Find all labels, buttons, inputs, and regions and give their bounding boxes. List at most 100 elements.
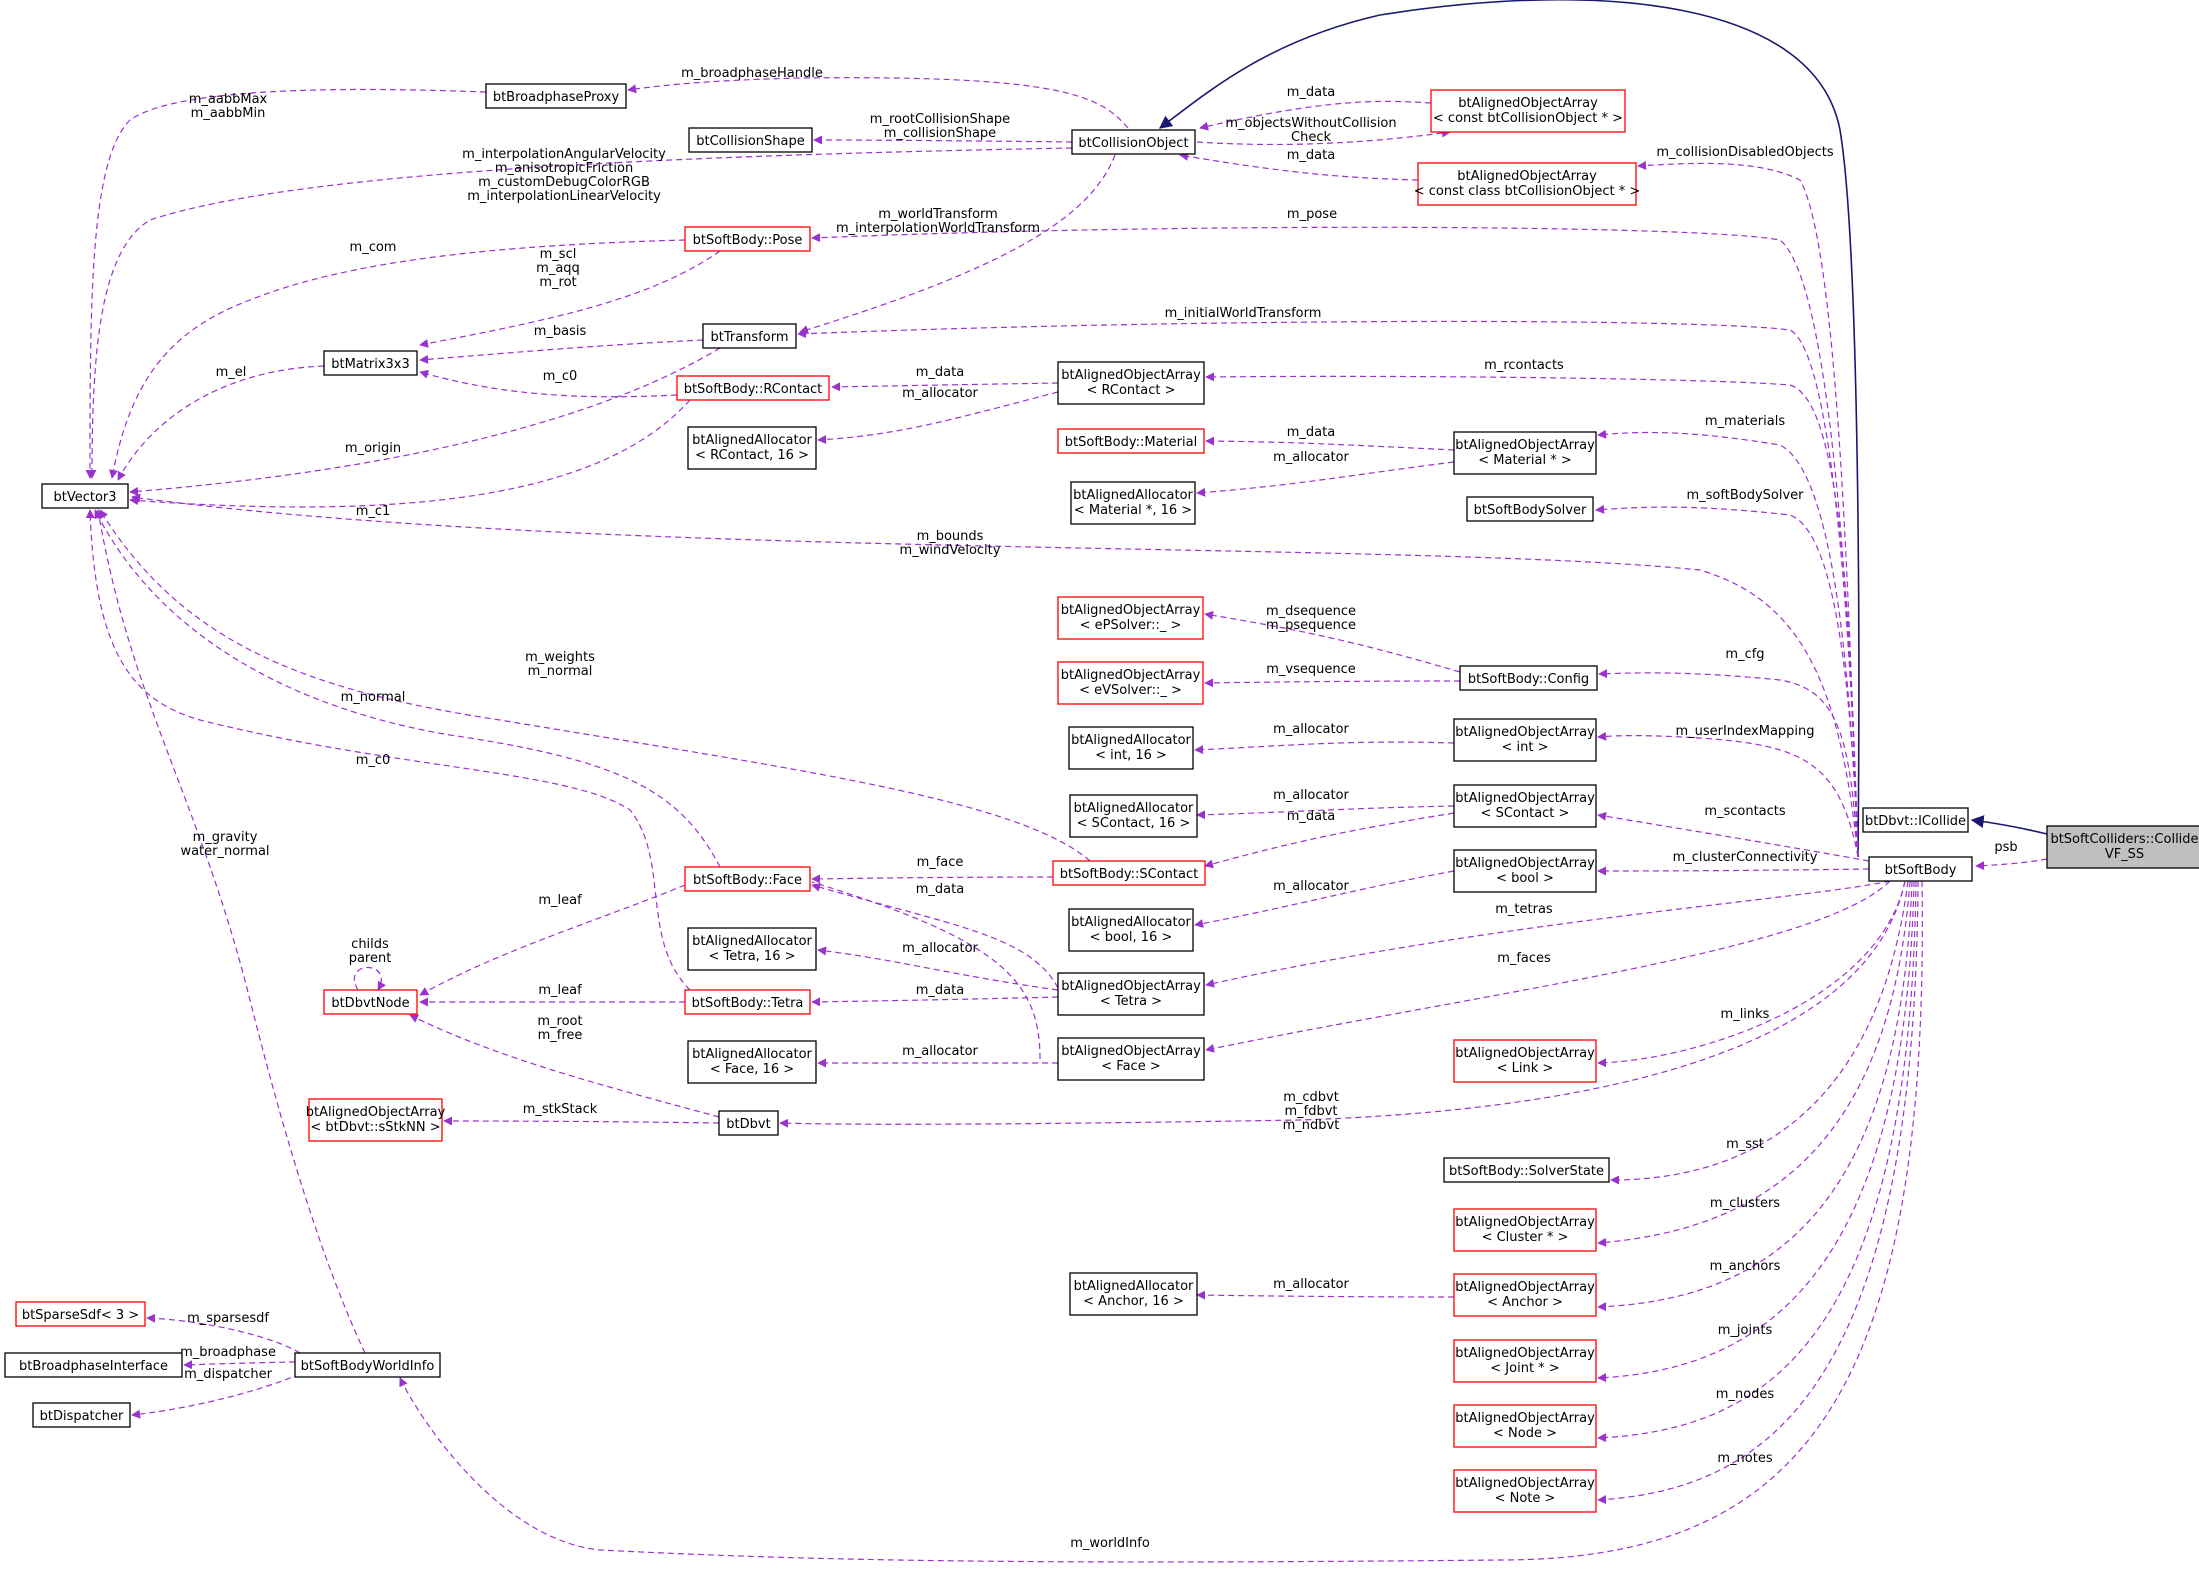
class-node-cshape[interactable]: btCollisionShape: [688, 127, 813, 153]
edge-label-face-data: m_data: [916, 882, 964, 897]
edge-label-rc-c1: m_c1: [356, 504, 391, 519]
class-node-transform[interactable]: btTransform: [702, 323, 797, 349]
class-node-icollide[interactable]: btDbvt::ICollide: [1862, 807, 1969, 833]
edge-material-alloc: [1196, 461, 1455, 497]
class-node-tetra[interactable]: btSoftBody::Tetra: [684, 989, 811, 1015]
class-node-sparsesdf[interactable]: btSparseSdf< 3 >: [15, 1301, 146, 1327]
class-node-sbsolver[interactable]: btSoftBodySolver: [1466, 496, 1594, 522]
class-node-aa-scontact[interactable]: btAlignedAllocator< SContact, 16 >: [1069, 794, 1198, 838]
class-name: btAlignedAllocator< Face, 16 >: [692, 1047, 812, 1077]
class-node-dispatcher[interactable]: btDispatcher: [32, 1402, 131, 1428]
class-node-dbvt[interactable]: btDbvt: [718, 1110, 779, 1136]
class-node-rcontact[interactable]: btSoftBody::RContact: [676, 375, 830, 401]
edge-cshape: [813, 135, 1073, 145]
class-node-aoa-scontact[interactable]: btAlignedObjectArray< SContact >: [1453, 784, 1597, 828]
class-node-aoa-tetra[interactable]: btAlignedObjectArray< Tetra >: [1057, 972, 1205, 1016]
class-node-aoa-constcls[interactable]: btAlignedObjectArray< const class btColl…: [1414, 162, 1641, 206]
class-name: btSoftBody: [1885, 863, 1957, 878]
class-node-aoa-joint[interactable]: btAlignedObjectArray< Joint * >: [1453, 1339, 1597, 1383]
edge-bool-alloc: [1194, 870, 1455, 928]
class-name: btSoftBodySolver: [1474, 503, 1587, 518]
class-node-vector3[interactable]: btVector3: [41, 483, 129, 509]
class-box: [688, 127, 813, 153]
edge-label-links: m_links: [1721, 1007, 1770, 1022]
class-node-material[interactable]: btSoftBody::Material: [1057, 428, 1205, 454]
class-node-dbvtnode[interactable]: btDbvtNode: [323, 989, 418, 1015]
edge-aabb: [85, 88, 487, 479]
class-node-bproxy[interactable]: btBroadphaseProxy: [485, 83, 627, 109]
class-node-aa-rcontact[interactable]: btAlignedAllocator< RContact, 16 >: [687, 426, 817, 470]
class-box: [1417, 162, 1637, 206]
class-box: [1052, 860, 1206, 886]
class-node-aoa-link[interactable]: btAlignedObjectArray< Link >: [1453, 1039, 1597, 1083]
class-box: [2046, 825, 2199, 869]
class-node-aoa-constcol[interactable]: btAlignedObjectArray< const btCollisionO…: [1430, 89, 1626, 133]
class-node-softbody[interactable]: btSoftBody: [1868, 856, 1973, 882]
class-node-aoa-bool[interactable]: btAlignedObjectArray< bool >: [1453, 849, 1597, 893]
class-node-aa-tetra[interactable]: btAlignedAllocator< Tetra, 16 >: [687, 927, 817, 971]
class-node-solverstate[interactable]: btSoftBody::SolverState: [1443, 1157, 1610, 1183]
edge-worldtransform: [799, 154, 1116, 334]
class-node-aa-int[interactable]: btAlignedAllocator< int, 16 >: [1068, 726, 1194, 770]
edge-label-coldisabled: m_collisionDisabledObjects: [1656, 145, 1833, 160]
class-box: [1057, 1037, 1205, 1081]
class-name: btAlignedObjectArray< int >: [1455, 725, 1595, 755]
class-name: btAlignedObjectArray< bool >: [1455, 856, 1595, 886]
edge-label-notes: m_notes: [1717, 1451, 1772, 1466]
edge-rcontacts: [1205, 372, 1859, 858]
edge-worldinfo: [399, 880, 1923, 1563]
class-box: [1453, 431, 1597, 475]
class-name: btAlignedAllocator< RContact, 16 >: [692, 433, 812, 463]
edge-label-face-normal: m_normal: [341, 690, 406, 705]
edge-rc-c1: [129, 399, 691, 508]
class-box: [1057, 972, 1205, 1016]
class-node-aoa-stknn[interactable]: btAlignedObjectArray< btDbvt::sStkNN >: [306, 1098, 446, 1142]
edge-sc-alloc: [1196, 805, 1455, 820]
class-node-pose[interactable]: btSoftBody::Pose: [684, 226, 811, 252]
class-node-aoa-cluster[interactable]: btAlignedObjectArray< Cluster * >: [1453, 1208, 1597, 1252]
class-node-aoa-epsolver[interactable]: btAlignedObjectArray< ePSolver::_ >: [1057, 596, 1204, 640]
class-name: btSoftBody::Config: [1468, 672, 1589, 687]
class-node-worldinfo[interactable]: btSoftBodyWorldInfo: [294, 1352, 441, 1378]
edge-joints: [1597, 880, 1915, 1383]
class-node-aoa-int[interactable]: btAlignedObjectArray< int >: [1453, 718, 1597, 762]
class-name: btAlignedObjectArray< const class btColl…: [1414, 169, 1641, 199]
class-node-aoa-node[interactable]: btAlignedObjectArray< Node >: [1453, 1404, 1597, 1448]
class-node-matrix[interactable]: btMatrix3x3: [323, 350, 418, 376]
edge-cfg: [1598, 669, 1859, 858]
edge-inherit-icollide: [1970, 815, 2048, 835]
class-box: [1068, 908, 1194, 952]
class-node-face[interactable]: btSoftBody::Face: [684, 866, 811, 892]
class-box: [1068, 726, 1194, 770]
class-node-aa-material[interactable]: btAlignedAllocator< Material *, 16 >: [1070, 481, 1196, 525]
class-name: btAlignedObjectArray< Link >: [1455, 1046, 1595, 1076]
class-node-aoa-anchor[interactable]: btAlignedObjectArray< Anchor >: [1453, 1273, 1597, 1317]
class-node-aa-face[interactable]: btAlignedAllocator< Face, 16 >: [687, 1040, 817, 1084]
edge-dispatcher: [131, 1373, 301, 1419]
class-node-config[interactable]: btSoftBody::Config: [1459, 665, 1598, 691]
class-name: btAlignedObjectArray< SContact >: [1455, 791, 1595, 821]
class-node-aoa-evsolver[interactable]: btAlignedObjectArray< eVSolver::_ >: [1057, 661, 1204, 705]
class-name: btAlignedObjectArray< Anchor >: [1455, 1280, 1595, 1310]
class-node-aoa-face[interactable]: btAlignedObjectArray< Face >: [1057, 1037, 1205, 1081]
class-node-aoa-material[interactable]: btAlignedObjectArray< Material * >: [1453, 431, 1597, 475]
class-box: [718, 1110, 779, 1136]
class-node-bpinterface[interactable]: btBroadphaseInterface: [4, 1352, 183, 1378]
class-node-aoa-note[interactable]: btAlignedObjectArray< Note >: [1453, 1469, 1597, 1513]
class-node-colobj[interactable]: btCollisionObject: [1071, 129, 1196, 155]
class-node-aa-bool[interactable]: btAlignedAllocator< bool, 16 >: [1068, 908, 1194, 952]
class-node-aa-anchor[interactable]: btAlignedAllocator< Anchor, 16 >: [1069, 1272, 1198, 1316]
edge-sst: [1610, 880, 1909, 1185]
edge-tetras: [1205, 880, 1891, 988]
edge-label-clusterconn: m_clusterConnectivity: [1673, 850, 1818, 865]
edge-label-anchors: m_anchors: [1710, 1259, 1781, 1274]
class-node-scontact[interactable]: btSoftBody::SContact: [1052, 860, 1206, 886]
class-node-aoa-rcontact[interactable]: btAlignedObjectArray< RContact >: [1057, 361, 1205, 405]
class-box: [1862, 807, 1969, 833]
class-box: [1868, 856, 1973, 882]
